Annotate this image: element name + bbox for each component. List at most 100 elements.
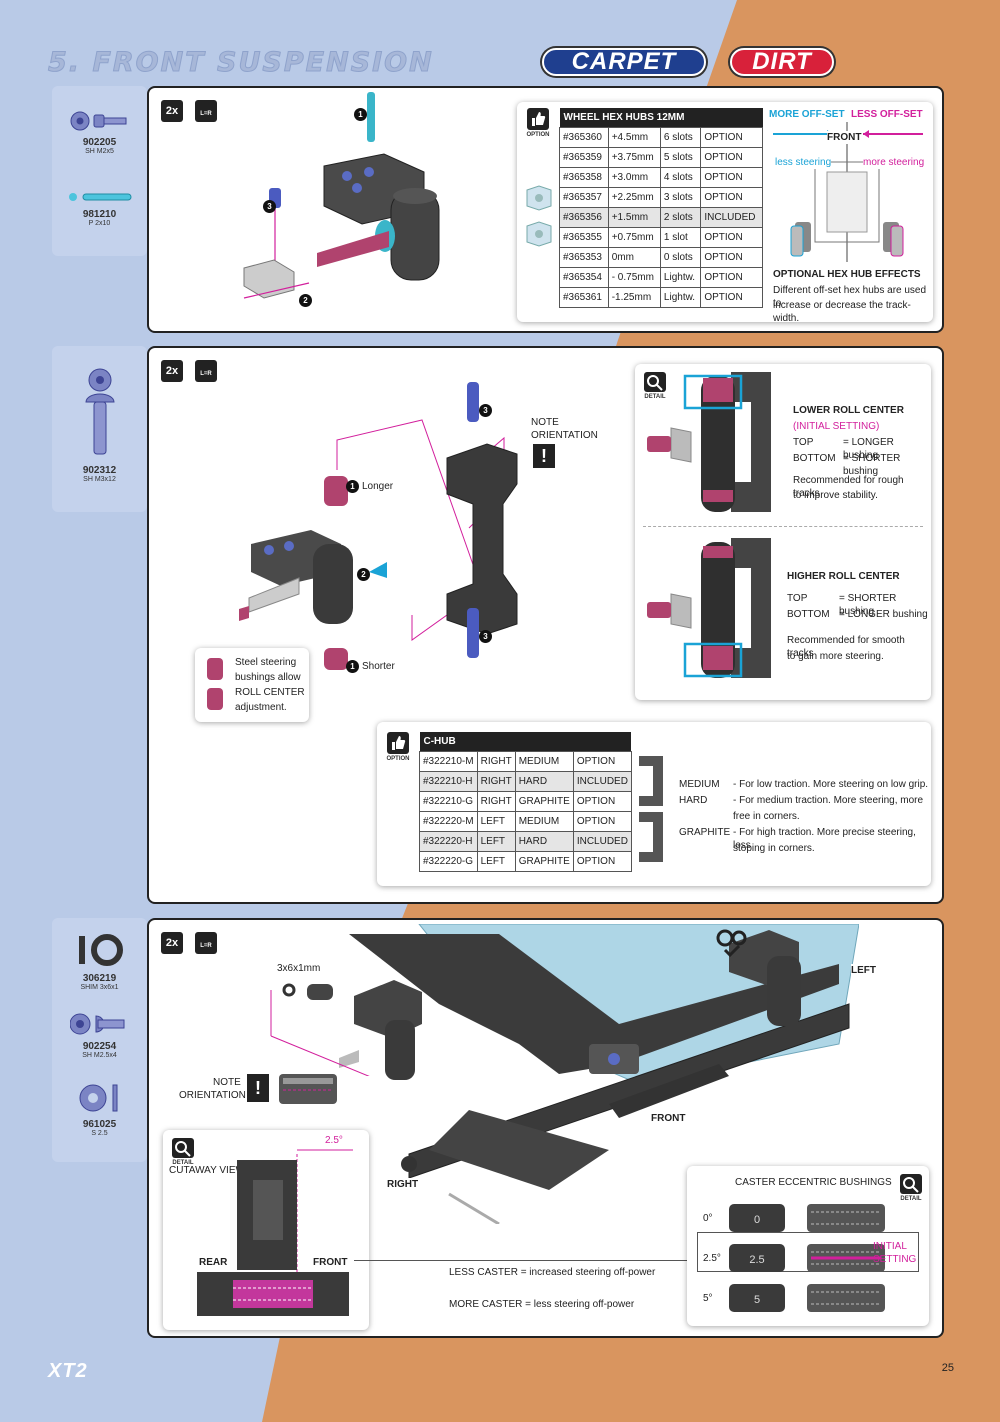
table-cell: Lightw.: [659, 286, 702, 308]
part-number: 306219: [82, 973, 117, 984]
warning-icon: !: [247, 1074, 269, 1102]
step1-parts-panel: 902205 SH M2x5 981210 P 2x10: [52, 86, 147, 256]
steel-note-line: Steel steering: [235, 657, 297, 668]
left-right-same-icon: L=R: [195, 932, 217, 954]
magnifier-icon: [172, 1138, 194, 1158]
detail-badge: DETAIL: [897, 1174, 925, 1202]
caster-bushing-icon: 0: [729, 1204, 885, 1232]
table-cell: HARD: [514, 830, 574, 852]
steel-note-line: adjustment.: [235, 702, 287, 713]
gear-check-icon: [716, 929, 747, 958]
less-steering-label: less steering: [775, 156, 832, 169]
thumbs-up-icon: [387, 732, 409, 754]
step1-panel: 2x L=R 1 3 2 OPTION WHEEL HEX HUBS 12MM …: [147, 86, 944, 333]
callout-3-bottom: 3: [479, 630, 492, 643]
higher-roll-center-illustration: [647, 538, 771, 678]
bottom-value: = LONGER bushing: [839, 609, 928, 620]
orientation-label: ORIENTATION: [531, 430, 598, 441]
callout-1: 1: [354, 108, 367, 121]
c-hub-desc-key: MEDIUM: [679, 779, 720, 790]
screw-icon: [69, 1013, 124, 1035]
callout-2: 2: [357, 568, 370, 581]
table-cell: #365356: [559, 206, 609, 228]
track-width-diagram: [773, 122, 923, 262]
option-badge: OPTION: [523, 108, 553, 138]
table-cell: INCLUDED: [700, 206, 763, 228]
header: 5. FRONT SUSPENSION: [48, 42, 434, 82]
recommendation-text: Recommended for rough tracks: [793, 475, 904, 499]
step2-parts-panel: 902312 SH M3x12: [52, 346, 147, 512]
detail-badge: DETAIL: [641, 372, 669, 400]
higher-roll-title: HIGHER ROLL CENTER: [787, 571, 900, 582]
table-cell: #322220-M: [419, 810, 478, 832]
front-label: FRONT: [827, 131, 862, 144]
callout-1-longer: 1: [346, 480, 359, 493]
c-hub-desc-value: stoping in corners.: [733, 843, 815, 854]
table-cell: #365354: [559, 266, 609, 288]
part-number: 981210: [82, 209, 117, 220]
table-cell: OPTION: [572, 850, 632, 872]
hex-effects-title: OPTIONAL HEX HUB EFFECTS: [773, 269, 921, 280]
table-cell: INCLUDED: [572, 770, 632, 792]
table-cell: +1.5mm: [607, 206, 661, 228]
part-902205: 902205 SH M2x5: [52, 110, 147, 155]
table-cell: MEDIUM: [514, 810, 574, 832]
table-cell: - 0.75mm: [607, 266, 661, 288]
step2-panel: 2x L=R 3 3 2 1 Longer 1 Shorter NOTE ORI…: [147, 346, 944, 904]
table-cell: +3.0mm: [607, 166, 661, 188]
table-cell: GRAPHITE: [514, 790, 574, 812]
table-cell: GRAPHITE: [514, 850, 574, 872]
table-cell: #365357: [559, 186, 609, 208]
table-cell: 6 slots: [659, 126, 702, 148]
table-cell: +0.75mm: [607, 226, 661, 248]
caster-angle-label: 2.5°: [325, 1135, 343, 1146]
lower-roll-center-illustration: [647, 372, 771, 512]
table-cell: +4.5mm: [607, 126, 661, 148]
caster-angle-row-label: 2.5°: [703, 1253, 721, 1264]
quantity-badge: 2x: [161, 360, 183, 382]
left-right-same-icon: L=R: [195, 100, 217, 122]
table-title: WHEEL HEX HUBS 12MM: [559, 108, 763, 127]
table-cell: #322210-M: [419, 750, 478, 772]
caster-angle-row-label: 5°: [703, 1293, 713, 1304]
quantity-badge: 2x: [161, 100, 183, 122]
left-right-same-icon: L=R: [195, 360, 217, 382]
button-head-screw-icon: [84, 368, 115, 455]
bushing-mark: 2.5: [749, 1254, 764, 1266]
rear-label: REAR: [199, 1256, 228, 1269]
table-cell: #365360: [559, 126, 609, 148]
table-cell: OPTION: [700, 126, 763, 148]
part-desc: SHIM 3x6x1: [80, 984, 119, 991]
table-cell: OPTION: [700, 146, 763, 168]
table-cell: OPTION: [700, 226, 763, 248]
c-hub-desc-value: - For low traction. More steering on low…: [733, 779, 929, 790]
step3-panel: 2x L=R 3x6x1mm NOTE ORIENTATION ! DETAIL: [147, 918, 944, 1338]
table-cell: +3.75mm: [607, 146, 661, 168]
divider: [643, 526, 923, 527]
hex-hub-icon: [526, 185, 552, 247]
table-cell: #365361: [559, 286, 609, 308]
bottom-value: = SHORTER bushing: [843, 453, 901, 477]
c-hub-desc-key: GRAPHITE: [679, 827, 731, 838]
magnifier-icon: [644, 372, 666, 392]
caster-bushing-icon: 5: [729, 1284, 885, 1312]
callout-1-shorter: 1: [346, 660, 359, 673]
part-desc: S 2.5: [91, 1130, 108, 1137]
cutaway-illustration: [197, 1149, 353, 1316]
option-badge: OPTION: [383, 732, 413, 762]
front-label: FRONT: [313, 1256, 348, 1269]
part-desc: SH M3x12: [83, 476, 116, 483]
right-label: RIGHT: [387, 1178, 419, 1191]
